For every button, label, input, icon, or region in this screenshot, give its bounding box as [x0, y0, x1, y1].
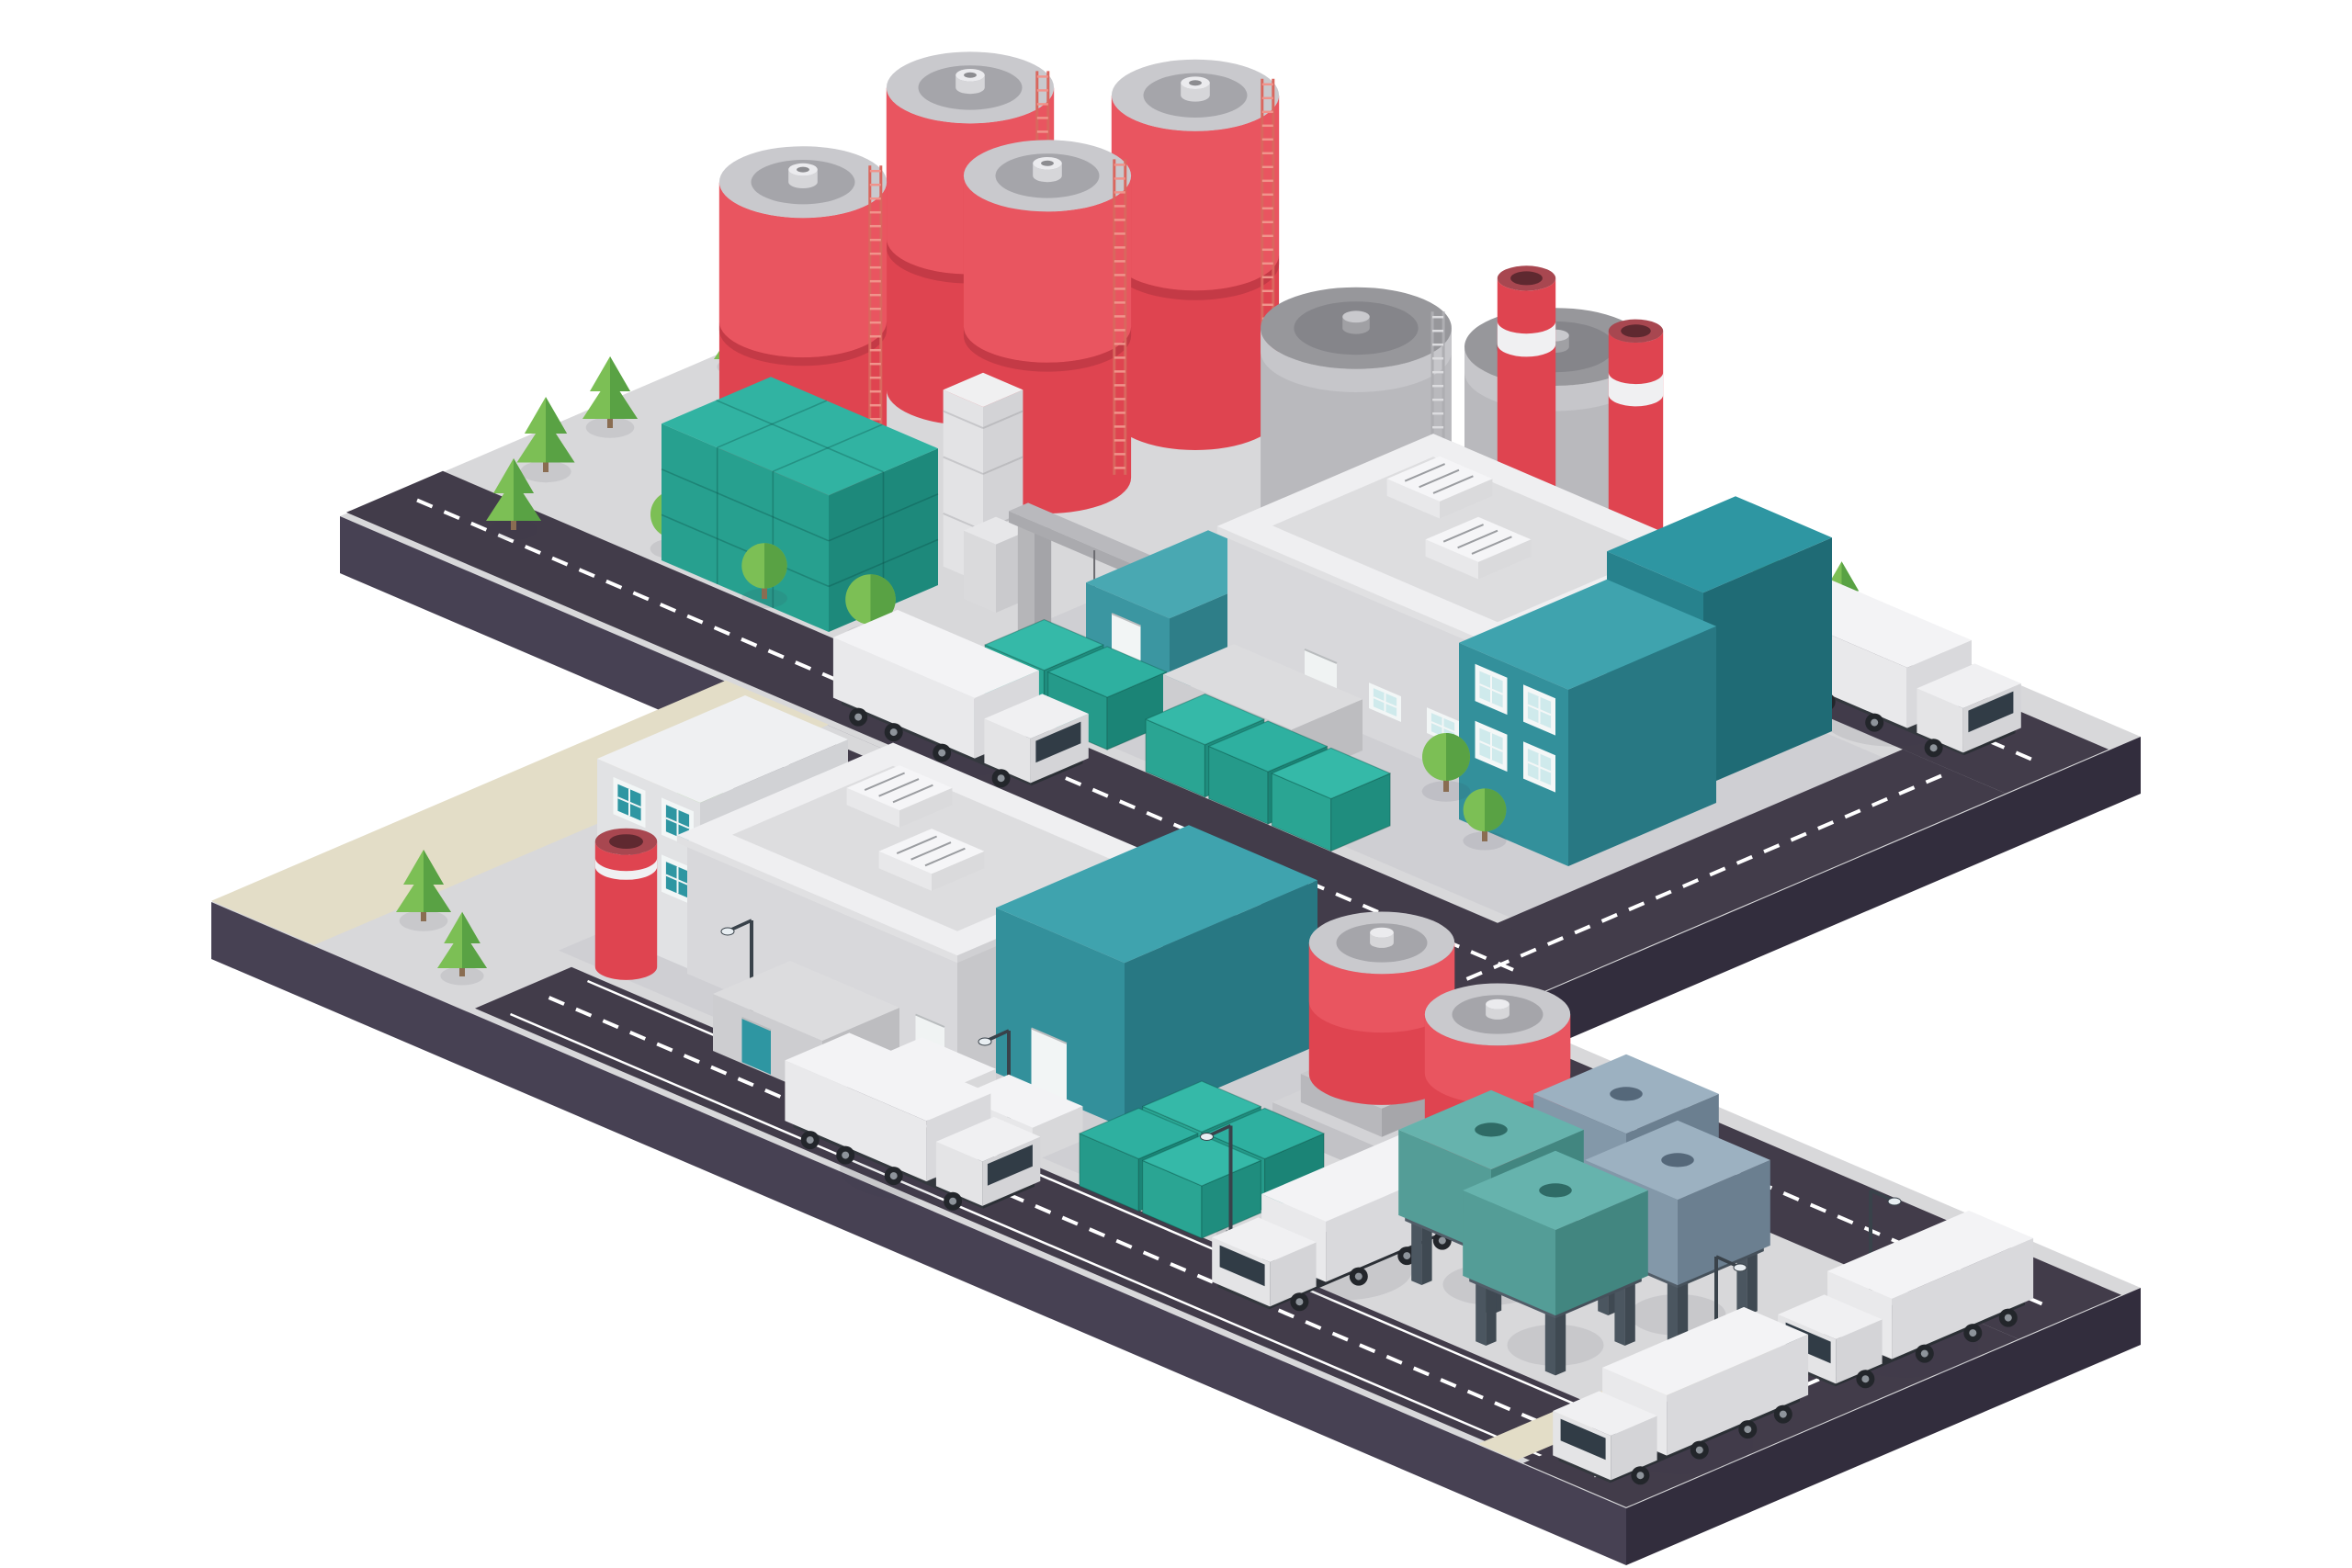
- office-window: [1475, 720, 1508, 773]
- red-silo-2: [1111, 59, 1280, 450]
- office-window: [1523, 684, 1555, 736]
- round-tree: [741, 543, 787, 609]
- crate-group: [1145, 693, 1391, 852]
- pine-tree: [582, 356, 638, 438]
- cargo-truck: [1778, 1210, 2034, 1389]
- warehouse-door: [1031, 1027, 1068, 1102]
- rooftop-ac-unit: [878, 829, 985, 891]
- annex-door-teal: [741, 1016, 772, 1075]
- water-tower: [1585, 1120, 1770, 1346]
- office-window-teal: [613, 776, 646, 829]
- cargo-truck: [1212, 1133, 1468, 1312]
- rooftop-ac-unit: [846, 765, 953, 828]
- rooftop-ac-unit: [1386, 456, 1493, 519]
- cargo-truck: [1553, 1306, 1809, 1485]
- pine-tree: [486, 458, 541, 540]
- pine-tree: [437, 911, 487, 986]
- round-tree: [1463, 788, 1507, 851]
- cargo-truck: [785, 1032, 1041, 1211]
- warehouse-teal: [996, 825, 1317, 1128]
- round-tree: [1421, 733, 1471, 802]
- red-pipe-3: [594, 828, 658, 980]
- red-tank-pedestal-1: [1272, 911, 1491, 1178]
- cargo-truck: [832, 609, 1089, 788]
- office-window: [1475, 663, 1508, 716]
- road-marking: [548, 996, 1657, 1473]
- road-edge-line: [510, 1012, 1559, 1465]
- office-window-teal: [662, 854, 694, 906]
- rooftop-ac-unit: [1425, 516, 1532, 580]
- hall-window: [1369, 682, 1401, 722]
- water-tower: [1463, 1150, 1648, 1376]
- pine-tree: [396, 850, 451, 931]
- office-window: [1523, 741, 1555, 793]
- pine-tree: [516, 397, 575, 483]
